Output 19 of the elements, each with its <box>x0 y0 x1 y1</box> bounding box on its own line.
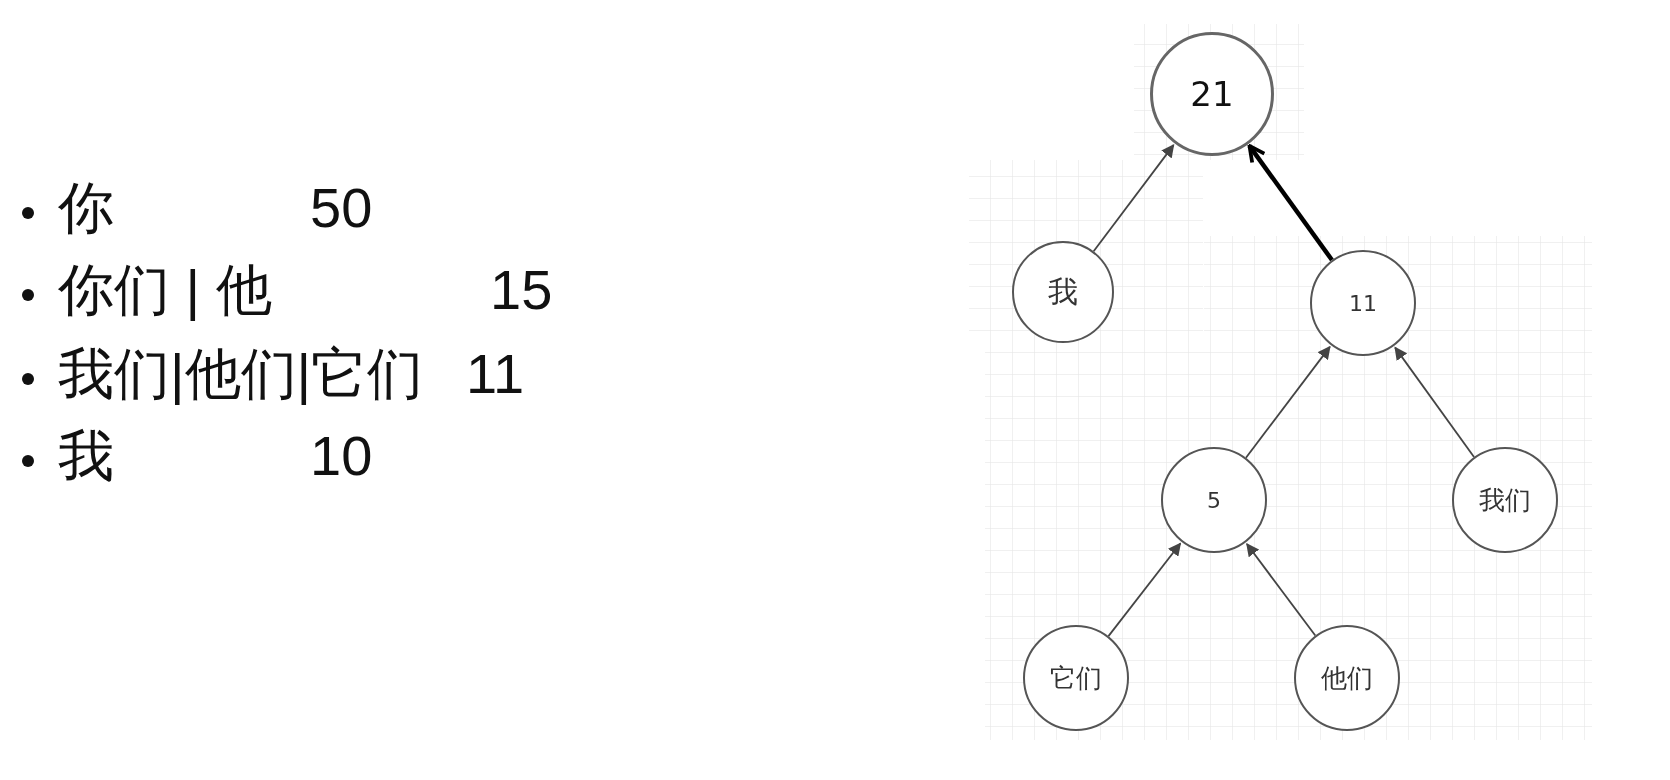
node-label: 它们 <box>1050 661 1102 695</box>
word-label: 你 <box>58 180 114 236</box>
node-label: 我们 <box>1479 483 1531 517</box>
node-label: 21 <box>1190 74 1234 114</box>
arrow <box>1246 543 1317 637</box>
node-label: 11 <box>1349 290 1377 316</box>
arrow <box>1092 144 1175 253</box>
node-label: 他们 <box>1321 661 1373 695</box>
weight-value: 15 <box>490 262 553 318</box>
node-label: 5 <box>1207 487 1221 513</box>
arrow <box>1107 542 1182 637</box>
word-label: 我 <box>58 428 114 484</box>
weight-value: 11 <box>466 346 525 402</box>
weight-value: 10 <box>310 428 373 484</box>
arrow <box>1247 144 1334 262</box>
arrow <box>1394 346 1475 458</box>
arrow <box>1245 345 1331 459</box>
node-label: 我 <box>1048 272 1078 311</box>
weight-value: 50 <box>310 180 373 236</box>
